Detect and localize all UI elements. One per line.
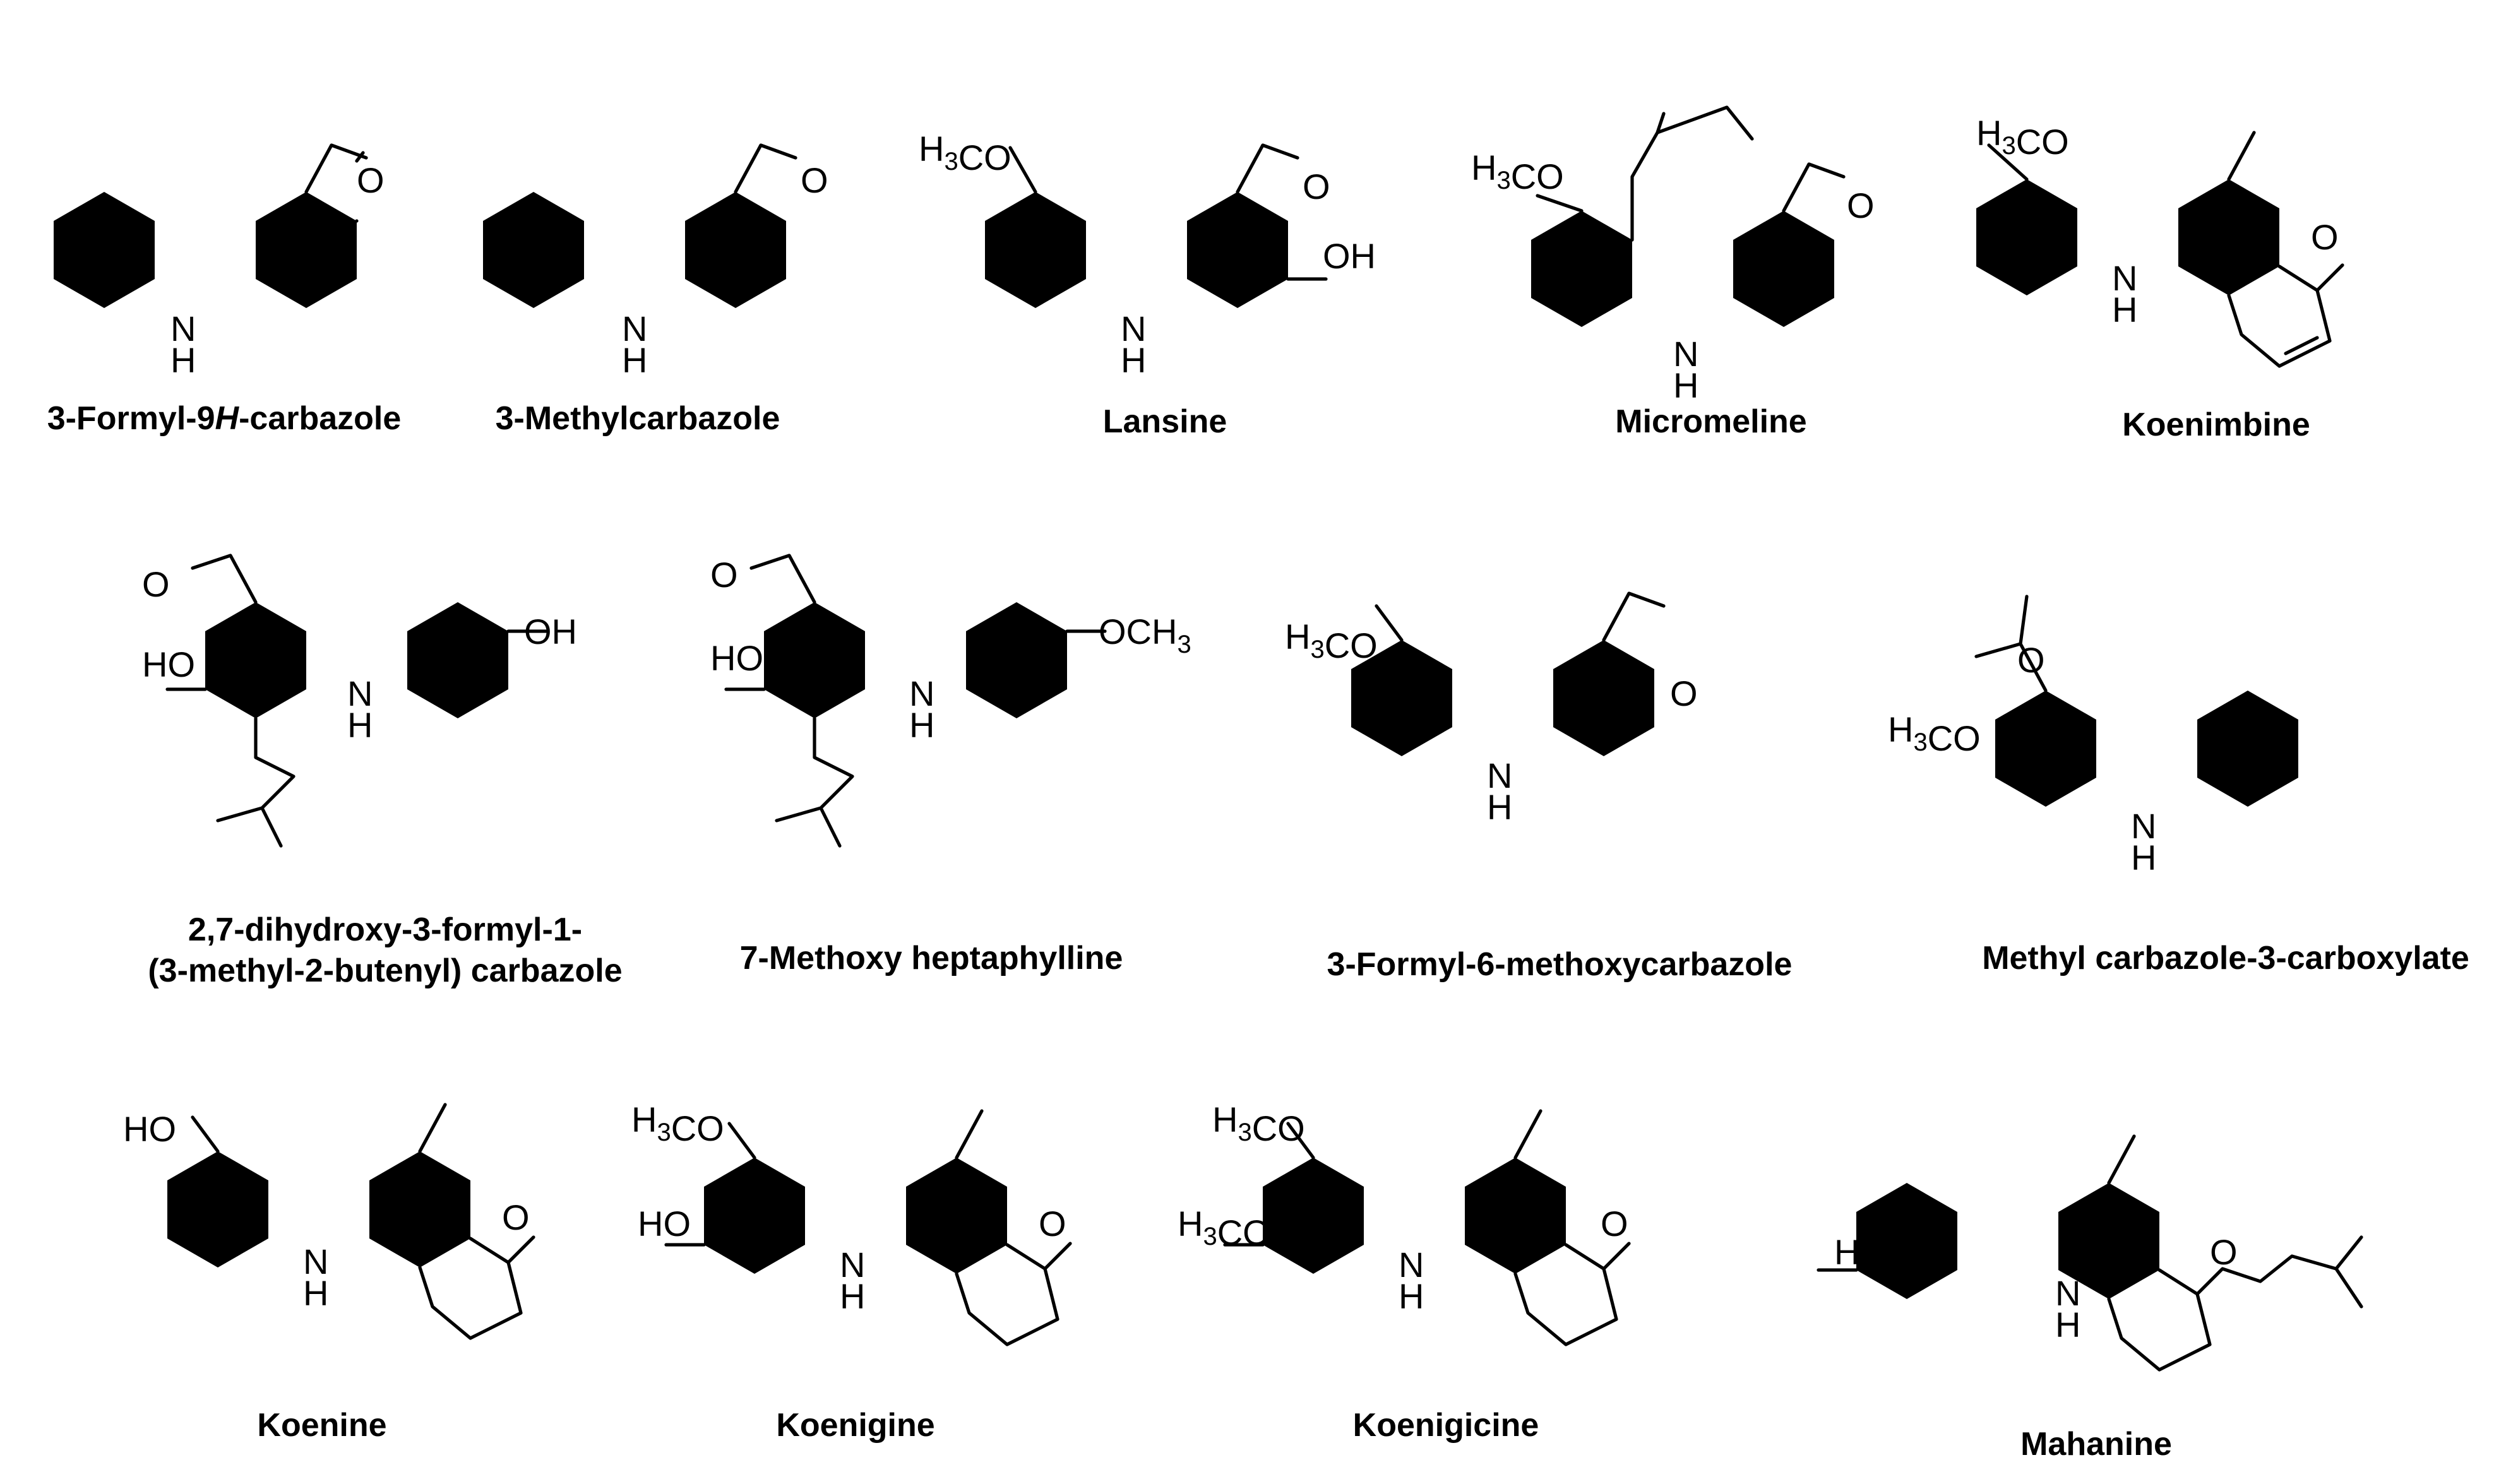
hydrogen-atom: H: [1673, 365, 1698, 405]
oxygen-atom: O: [1847, 186, 1875, 225]
pyran-oxygen: O: [2311, 217, 2339, 257]
nitrogen-atom: N: [2055, 1273, 2080, 1313]
nitrogen-atom: N: [303, 1242, 328, 1281]
molecule-mahanine: [1817, 1134, 2363, 1372]
molecule-koenigicine: [1223, 1109, 1631, 1346]
ester-methoxy-group: H3CO: [1888, 709, 1981, 758]
pyran-oxygen: O: [1039, 1204, 1066, 1244]
hydrogen-atom: H: [347, 705, 373, 745]
compound-name: 3-Methylcarbazole: [496, 400, 780, 437]
oxygen-atom: O: [801, 160, 828, 200]
methoxy-group: H3CO: [1212, 1100, 1305, 1148]
methoxy-group: H3CO: [1285, 617, 1378, 665]
compound-name: 3-Formyl-9H-carbazole: [47, 400, 402, 437]
nitrogen-atom: N: [909, 674, 934, 713]
methoxy-group: H3CO: [1471, 148, 1564, 196]
hydroxy-group: OH: [1323, 236, 1376, 276]
hydroxy-group: OH: [524, 612, 577, 651]
hydrogen-atom: H: [303, 1273, 328, 1313]
compound-name: Mahanine: [2020, 1426, 2172, 1463]
hydrogen-atom: H: [1399, 1276, 1424, 1316]
molecule-methyl-carbazole-3-carboxylate: [1974, 595, 2298, 809]
molecule-koenigine: [664, 1109, 1072, 1346]
hydrogen-atom: H: [2055, 1305, 2080, 1345]
nitrogen-atom: N: [2131, 806, 2156, 846]
molecule-3-formyl-9h-carbazole: [54, 143, 368, 311]
nitrogen-atom: N: [2112, 258, 2137, 298]
oxygen-atom: O: [142, 564, 170, 604]
hydroxy-group: HO: [142, 644, 195, 684]
hydrogen-atom: H: [909, 705, 934, 745]
carbonyl-oxygen: O: [2017, 640, 2045, 680]
compound-name: Methyl carbazole-3-carboxylate: [1982, 940, 2469, 976]
hydrogen-atom: H: [2131, 838, 2156, 877]
nitrogen-atom: N: [347, 674, 373, 713]
nitrogen-atom: N: [1399, 1245, 1424, 1285]
compound-name: Koenigine: [776, 1407, 934, 1444]
molecule-3-methylcarbazole: [483, 143, 797, 311]
pyran-oxygen: O: [1601, 1204, 1628, 1244]
nitrogen-atom: N: [840, 1245, 865, 1285]
molecule-7-methoxy-heptaphylline: [724, 554, 1107, 848]
nitrogen-atom: N: [170, 309, 196, 348]
oxygen-atom: O: [357, 160, 385, 200]
oxygen-atom: O: [1303, 167, 1330, 206]
compound-name: 7-Methoxy heptaphylline: [740, 940, 1123, 976]
molecule-3-formyl-6-methoxycarbazole: [1351, 591, 1666, 759]
methoxy-group: H3CO: [1178, 1204, 1270, 1252]
compound-name: 3-Formyl-6-methoxycarbazole: [1327, 946, 1793, 983]
oxygen-atom: O: [1670, 674, 1698, 713]
oxygen-atom: O: [710, 555, 738, 595]
methoxy-group: H3CO: [631, 1100, 724, 1148]
hydroxy-group: HO: [1834, 1232, 1887, 1272]
nitrogen-atom: N: [1673, 334, 1698, 374]
compound-name: Koenine: [257, 1407, 386, 1444]
compound-name: 2,7-dihydroxy-3-formyl-1-: [188, 911, 582, 948]
compound-name: (3-methyl-2-butenyl) carbazole: [148, 953, 622, 989]
molecule-micromeline: [1531, 105, 1846, 329]
compound-name: Koenigicine: [1353, 1407, 1539, 1444]
molecule-koenine: [167, 1103, 535, 1340]
nitrogen-atom: N: [1487, 756, 1512, 795]
molecule-lansine: [985, 143, 1328, 311]
nitrogen-atom: N: [622, 309, 647, 348]
hydrogen-atom: H: [1487, 787, 1512, 827]
pyran-oxygen: O: [2210, 1232, 2238, 1272]
methoxy-group: OCH3: [1099, 612, 1191, 658]
molecule-2-7-dihydroxy-3-formyl-1-prenylcarbazole: [165, 554, 548, 848]
hydrogen-atom: H: [840, 1276, 865, 1316]
compound-name: Lansine: [1103, 403, 1227, 440]
hydrogen-atom: H: [2112, 290, 2137, 329]
hydrogen-atom: H: [622, 340, 647, 380]
molecule-koenimbine: [1976, 131, 2344, 368]
hydroxy-group: HO: [638, 1204, 691, 1244]
pyran-oxygen: O: [502, 1197, 530, 1237]
hydroxy-group: HO: [710, 638, 763, 678]
compound-name: Koenimbine: [2122, 407, 2310, 443]
methoxy-group: H3CO: [1976, 113, 2069, 162]
hydroxy-group: HO: [123, 1109, 176, 1149]
nitrogen-atom: N: [1121, 309, 1146, 348]
methoxy-group: H3CO: [919, 129, 1011, 177]
compound-name: Micromeline: [1615, 403, 1806, 440]
hydrogen-atom: H: [1121, 340, 1146, 380]
hydrogen-atom: H: [170, 340, 196, 380]
